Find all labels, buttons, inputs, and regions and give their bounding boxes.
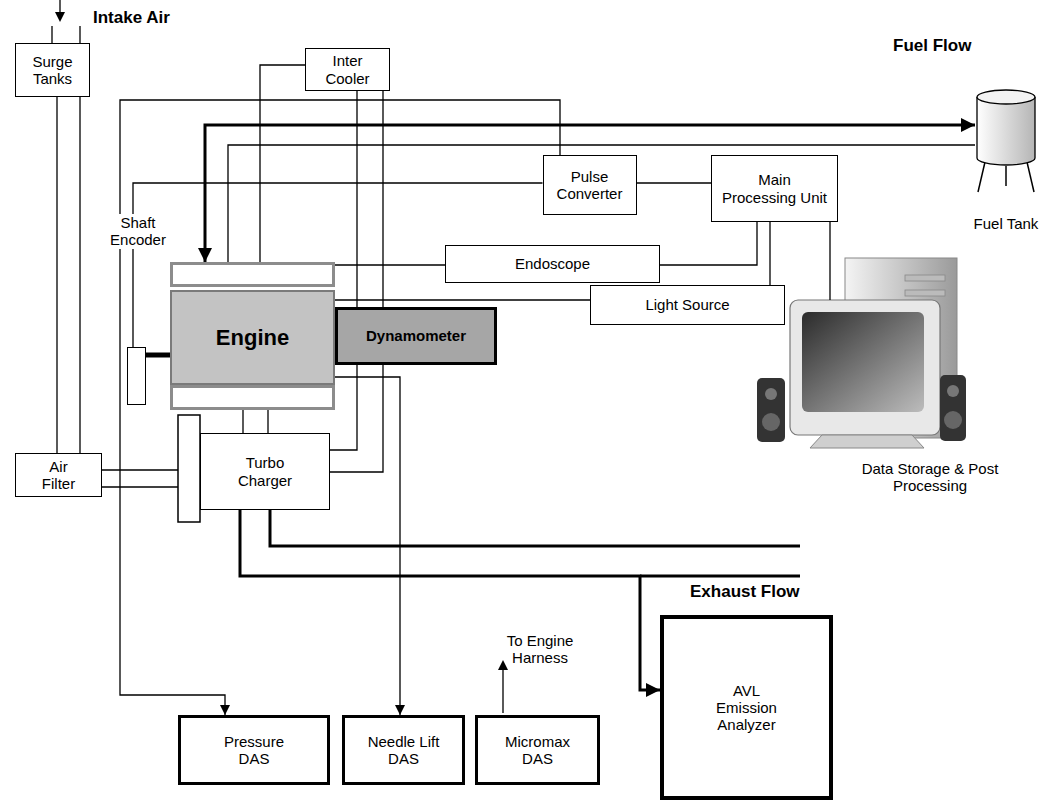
connector — [829, 222, 830, 300]
processing-unit-box: Main Processing Unit — [711, 155, 838, 222]
speaker-cone — [762, 413, 780, 431]
intercooler-box: Inter Cooler — [305, 48, 390, 91]
harness-label: To Engine Harness — [497, 632, 583, 667]
das-box: Needle Lift DAS — [342, 715, 465, 785]
connector — [769, 222, 770, 285]
monitor-base — [810, 435, 924, 448]
connector — [660, 222, 757, 265]
tank-leg — [978, 162, 985, 192]
node-label: Pressure DAS — [219, 733, 289, 768]
fuel-tank: Fuel Tank — [975, 88, 1037, 198]
das-box: Micromax DAS — [475, 715, 600, 785]
drive-slot — [905, 290, 945, 296]
exhaust-pipe — [640, 575, 800, 578]
monitor-screen — [802, 312, 924, 412]
tank-leg — [1005, 166, 1007, 186]
dynamometer-box: Dynamometer — [335, 307, 497, 365]
connector — [120, 100, 560, 715]
das-box: Pressure DAS — [178, 715, 330, 785]
speaker-cone — [765, 388, 777, 400]
endoscope-box: Endoscope — [445, 245, 660, 283]
exhaust-manifold-pipe — [242, 410, 243, 433]
node-label: Needle Lift DAS — [364, 733, 444, 768]
charge-air-duct — [330, 91, 383, 472]
node-label: Data Storage & Post Processing — [855, 460, 1005, 495]
connector — [335, 299, 590, 300]
node-label: Surge Tanks — [28, 53, 78, 88]
manifold-bar — [170, 262, 335, 287]
turbo-inlet — [178, 415, 200, 522]
flow-label: Intake Air — [93, 8, 170, 28]
monitor-body — [790, 300, 940, 435]
speaker-cone — [947, 385, 959, 397]
connector — [146, 353, 170, 358]
node-label: Light Source — [645, 296, 729, 313]
intake-duct — [51, 26, 52, 43]
pulse-converter-box: Pulse Converter — [543, 155, 637, 215]
harness-arrowhead — [498, 660, 508, 670]
intake-arrowhead — [55, 12, 65, 22]
node-label: Pulse Converter — [550, 168, 630, 203]
connector — [260, 65, 305, 262]
speaker-cone — [944, 411, 962, 429]
node-label: Shaft Encoder — [100, 214, 176, 249]
tank-body — [977, 97, 1035, 165]
harness-arrow — [502, 666, 503, 713]
connector — [335, 377, 400, 715]
node-label: Micromax DAS — [503, 733, 573, 768]
shaft-encoder: Shaft Encoder — [127, 347, 146, 405]
engine-core: Engine — [170, 290, 335, 385]
connector — [205, 125, 975, 262]
light-source-box: Light Source — [590, 285, 785, 325]
speaker — [757, 378, 785, 442]
manifold-bar — [170, 385, 335, 410]
node-label: Air Filter — [36, 458, 81, 493]
connector — [240, 510, 660, 690]
connector — [637, 182, 712, 183]
connector — [335, 264, 445, 265]
flow-label: Fuel Flow — [893, 36, 971, 56]
intake-duct — [79, 26, 80, 43]
computer: Data Storage & Post Processing — [790, 300, 965, 450]
connector — [267, 410, 268, 433]
air-filter-box: Air Filter — [15, 453, 102, 497]
turbocharger-box: Turbo Charger — [200, 433, 330, 510]
surge-tank-box: Surge Tanks — [15, 43, 90, 97]
node-label: Engine — [216, 325, 289, 350]
tank-top — [977, 90, 1035, 104]
emission-analyzer-box: AVL Emission Analyzer — [660, 615, 833, 800]
connector — [56, 97, 57, 453]
drive-slot — [905, 275, 945, 281]
node-label: Fuel Tank — [968, 215, 1044, 232]
engine-block: Engine — [170, 262, 335, 410]
node-label: Dynamometer — [366, 327, 466, 344]
air-duct — [79, 97, 80, 453]
exhaust-pipe — [270, 510, 800, 546]
speaker — [940, 375, 966, 441]
node-label: AVL Emission Analyzer — [712, 682, 782, 734]
tank-leg — [1027, 162, 1034, 192]
node-label: Endoscope — [515, 255, 590, 272]
node-label: Turbo Charger — [230, 454, 300, 489]
node-label: Inter Cooler — [313, 52, 383, 87]
tank-drawing — [975, 88, 1037, 198]
air-duct — [102, 486, 178, 487]
node-label: Main Processing Unit — [721, 171, 829, 206]
flow-label: Exhaust Flow — [690, 582, 800, 602]
